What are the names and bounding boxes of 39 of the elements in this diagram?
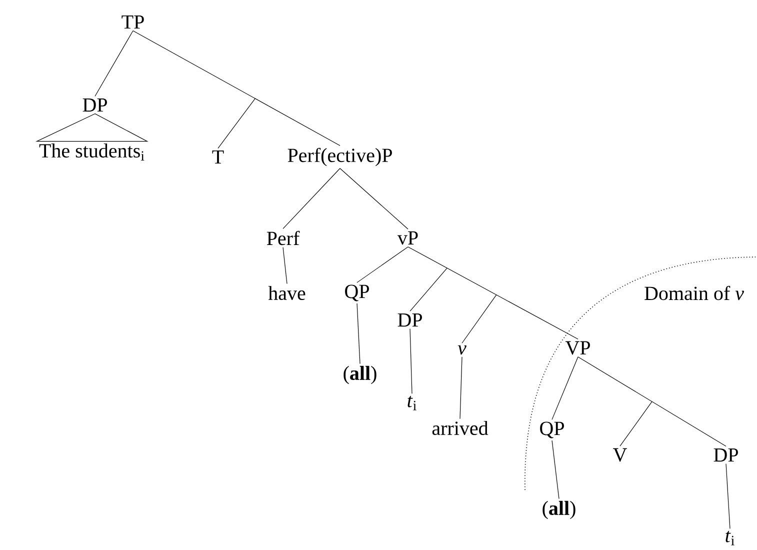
category-label: QP [345,284,369,302]
word-label: have [268,286,306,300]
category-label: TP [122,15,144,29]
branch-line [356,246,408,283]
branch-line [340,168,408,230]
category-label: DP [714,448,738,462]
word-label: (all) [542,500,576,520]
category-label: V [613,448,627,462]
branch-line [282,247,288,284]
branch-line [410,268,448,312]
word-label: (all) [344,366,376,384]
word-label: The students$_{i}$ [39,144,144,160]
branch-line [408,246,578,340]
category-label: Perf(ective)P [288,148,392,166]
branch-line [132,30,340,146]
word-label: t$_{i}$ [726,530,734,546]
branch-line [552,356,578,420]
branch-line [726,463,730,529]
word-label: t$_{i}$ [408,396,416,410]
category-label: v [458,345,466,355]
category-label: QP [540,422,564,438]
branch-line [218,98,256,149]
category-label: DP [82,98,107,112]
branch-line [552,440,560,500]
domain-label: Domain of v [644,286,744,300]
branch-line [460,356,462,420]
branch-line [620,401,652,446]
category-label: T [212,150,224,164]
category-label: VP [565,341,590,355]
branch-line [578,356,726,447]
branch-line [356,303,360,364]
branch-line [94,30,134,97]
branch-line [410,328,412,394]
word-label: arrived [432,420,488,436]
branch-line [462,294,497,344]
category-label: Perf [266,230,300,246]
branch-line [282,168,340,229]
category-label: DP [398,313,422,327]
category-label: vP [397,231,418,245]
